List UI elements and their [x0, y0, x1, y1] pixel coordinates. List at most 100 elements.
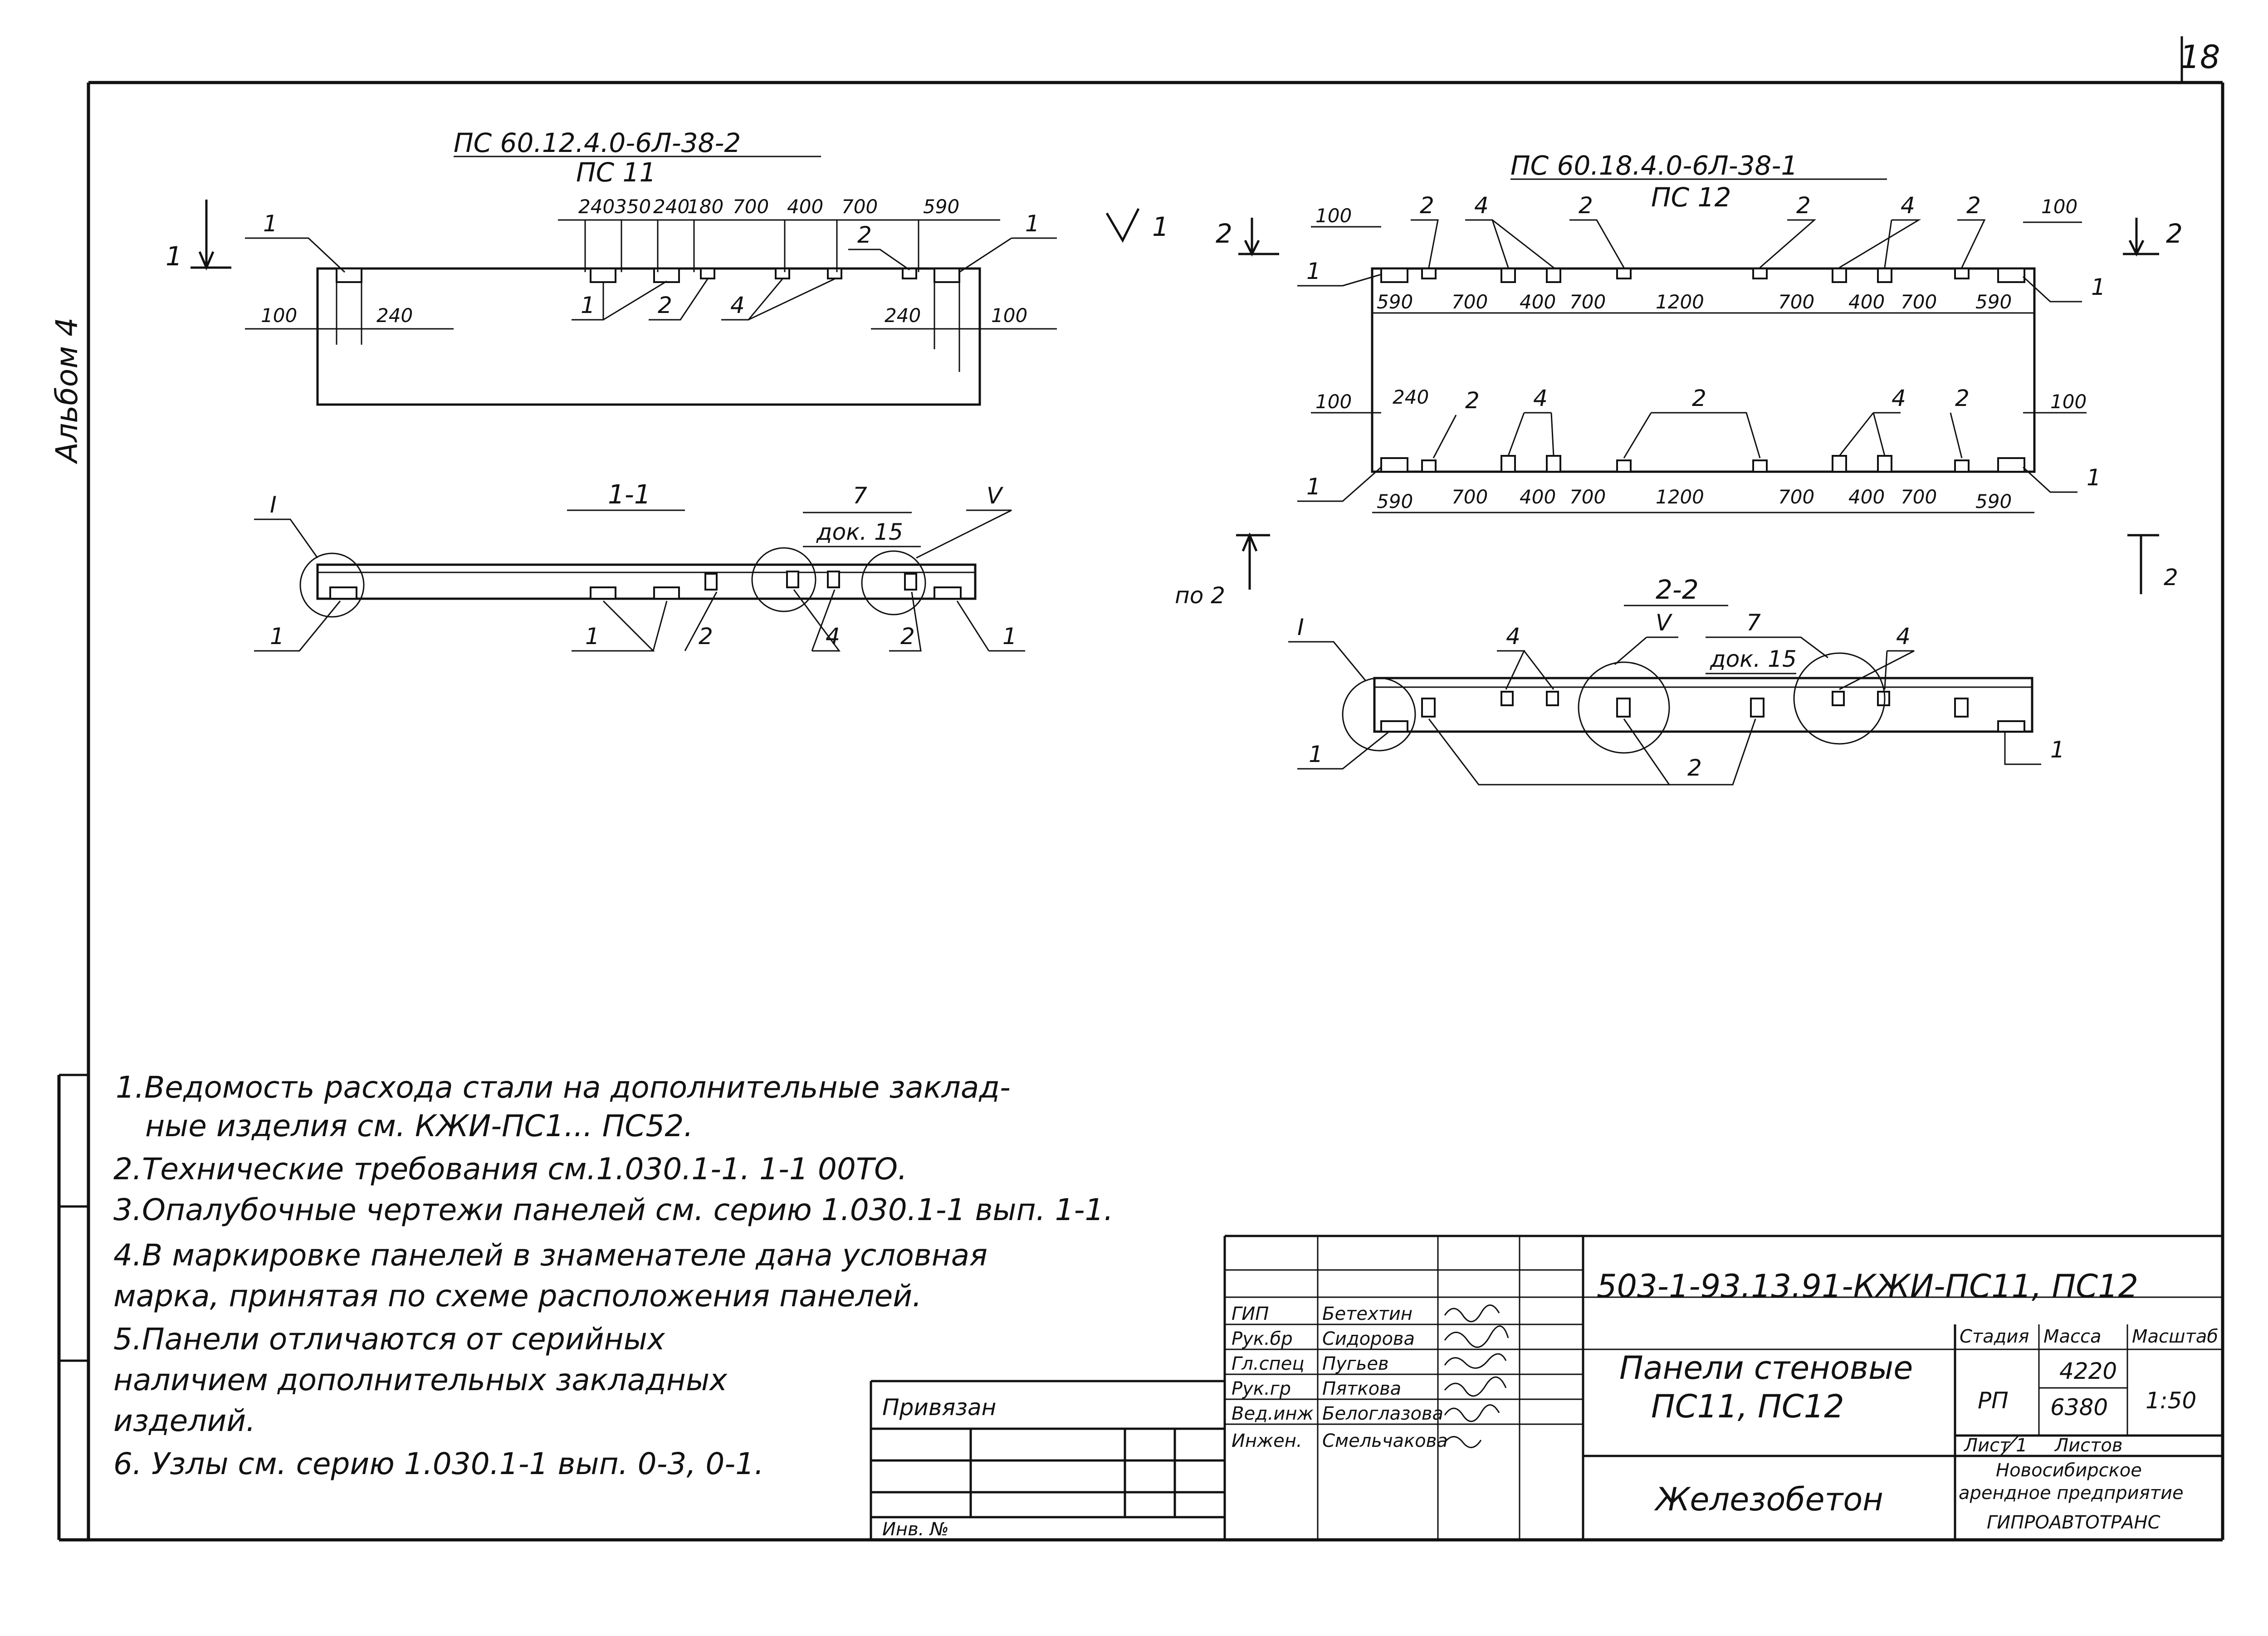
- role-gip: ГИП: [1232, 1304, 1269, 1324]
- svg-text:2: 2: [699, 623, 713, 650]
- svg-text:700: 700: [1452, 291, 1488, 313]
- note-line-8: наличием дополнительных закладных: [113, 1363, 728, 1397]
- svg-text:I: I: [270, 492, 277, 518]
- title-block: Привязан Инв. № ГИП Бетехтин Рук.бр Сидо…: [870, 1235, 2223, 1540]
- left-panel-subtitle: ПС 11: [576, 157, 656, 188]
- svg-text:2: 2: [857, 222, 872, 248]
- mass-value-1: 4220: [2059, 1358, 2117, 1384]
- title-line-1: Панели стеновые: [1619, 1349, 1913, 1387]
- svg-text:1: 1: [1306, 258, 1321, 284]
- left-panel-elevation: [316, 267, 981, 406]
- svg-text:1: 1: [2050, 737, 2065, 763]
- svg-text:240: 240: [1393, 386, 1429, 408]
- svg-text:2: 2: [1796, 192, 1811, 219]
- svg-text:1200: 1200: [1656, 486, 1704, 508]
- svg-text:1: 1: [2091, 274, 2106, 300]
- right-panel-subtitle: ПС 12: [1651, 182, 1731, 213]
- svg-text:1: 1: [1309, 741, 1323, 767]
- sheet-frame: [57, 36, 2224, 1542]
- svg-text:2: 2: [1579, 192, 1593, 219]
- svg-text:4: 4: [1474, 192, 1489, 219]
- name-gip: Бетехтин: [1322, 1304, 1413, 1324]
- svg-text:590: 590: [1377, 291, 1413, 313]
- note-line-5: 4.В маркировке панелей в знаменателе дан…: [113, 1238, 987, 1273]
- signatures: [1444, 1304, 1509, 1448]
- org-line-3: ГИПРОАВТОТРАНС: [1987, 1512, 2160, 1533]
- right-section-mark-left: 2: [1216, 218, 1232, 249]
- svg-text:700: 700: [1778, 486, 1814, 508]
- note-line-3: 2.Технические требования см.1.030.1-1. 1…: [113, 1152, 907, 1187]
- name-ved-inzh: Белоглазова: [1322, 1403, 1443, 1424]
- po-label: по 2: [1175, 582, 1225, 609]
- role-ruk-br: Рук.бр: [1232, 1328, 1293, 1349]
- role-ruk-gr: Рук.гр: [1232, 1378, 1291, 1399]
- left-panel-title: ПС 60.12.4.0-6Л-38-2: [454, 127, 741, 158]
- svg-text:4: 4: [1506, 623, 1520, 650]
- svg-text:100: 100: [2050, 391, 2087, 413]
- role-ved-inzh: Вед.инж: [1232, 1403, 1314, 1424]
- note-line-4: 3.Опалубочные чертежи панелей см. серию …: [113, 1192, 1113, 1227]
- note-line-10: 6. Узлы см. серию 1.030.1-1 вып. 0-3, 0-…: [113, 1446, 764, 1481]
- sheet-label: Лист 1: [1963, 1435, 2028, 1456]
- col-scale: Масштаб: [2132, 1326, 2218, 1347]
- note-line-1: 1.Ведомость расхода стали на дополнитель…: [116, 1070, 1011, 1105]
- name-inzhen: Смельчакова: [1322, 1431, 1448, 1451]
- svg-text:2: 2: [900, 623, 915, 650]
- name-ruk-br: Сидорова: [1322, 1328, 1415, 1349]
- role-inzhen: Инжен.: [1232, 1431, 1302, 1451]
- svg-text:1: 1: [270, 623, 284, 650]
- svg-text:7: 7: [1746, 610, 1761, 636]
- svg-text:4: 4: [730, 292, 745, 318]
- svg-text:7: 7: [853, 483, 867, 509]
- left-section-mark-right: 1: [1152, 211, 1169, 242]
- left-section-profile: [316, 563, 977, 600]
- role-gl-spec: Гл.спец: [1232, 1353, 1305, 1374]
- svg-text:1: 1: [585, 623, 600, 650]
- note-line-6: марка, принятая по схеме расположения па…: [113, 1279, 922, 1314]
- mass-value-2: 6380: [2050, 1394, 2108, 1421]
- svg-text:2: 2: [1966, 192, 1981, 219]
- svg-text:1: 1: [2087, 464, 2101, 491]
- right-drawing: ПС 60.18.4.0-6Л-38-1 ПС 12 2 2: [1175, 150, 2183, 786]
- svg-text:1: 1: [1306, 474, 1321, 500]
- name-ruk-gr: Пяткова: [1322, 1378, 1401, 1399]
- col-mass: Масса: [2043, 1326, 2102, 1347]
- col-stage: Стадия: [1960, 1326, 2029, 1347]
- svg-text:400: 400: [1520, 291, 1556, 313]
- stage-value: РП: [1978, 1387, 2009, 1414]
- doc-code: 503-1-93.13.91-КЖИ-ПС11, ПС12: [1597, 1268, 2138, 1305]
- note-line-9: изделий.: [113, 1403, 255, 1438]
- svg-text:590: 590: [1975, 291, 2012, 313]
- right-dim-240: 240: [885, 304, 921, 327]
- note-line-2: ные изделия см. КЖИ-ПС1... ПС52.: [145, 1109, 693, 1143]
- svg-text:240: 240: [653, 195, 689, 218]
- org-line-2: арендное предприятие: [1959, 1483, 2184, 1504]
- svg-text:590: 590: [923, 195, 959, 218]
- svg-text:2: 2: [2164, 564, 2178, 591]
- svg-text:100: 100: [2041, 195, 2077, 218]
- left-drawing: ПС 60.12.4.0-6Л-38-2 ПС 11 1 1 240 350 2…: [166, 127, 1169, 652]
- right-top-dims: 590 700 400 700 1200 700 400 700 590: [1377, 291, 2012, 313]
- svg-text:4: 4: [1533, 385, 1548, 411]
- svg-text:180: 180: [687, 195, 723, 218]
- svg-text:2: 2: [1955, 385, 1970, 411]
- svg-text:700: 700: [1569, 486, 1606, 508]
- svg-text:V: V: [1656, 610, 1673, 636]
- svg-text:350: 350: [615, 195, 651, 218]
- right-dim-100: 100: [991, 304, 1027, 327]
- svg-text:1: 1: [1025, 210, 1040, 237]
- svg-text:400: 400: [1848, 486, 1885, 508]
- svg-text:4: 4: [1892, 385, 1906, 411]
- svg-text:1: 1: [581, 292, 595, 318]
- name-gl-spec: Пугьев: [1322, 1353, 1389, 1374]
- svg-text:590: 590: [1975, 490, 2012, 513]
- svg-text:4: 4: [1896, 623, 1911, 650]
- scale-value: 1:50: [2146, 1387, 2196, 1414]
- svg-text:док. 15: док. 15: [1710, 646, 1797, 672]
- inv-no-label: Инв. №: [882, 1519, 949, 1540]
- svg-text:100: 100: [1315, 391, 1352, 413]
- svg-text:V: V: [987, 483, 1004, 509]
- svg-text:100: 100: [1315, 205, 1352, 227]
- svg-text:2: 2: [1687, 755, 1702, 781]
